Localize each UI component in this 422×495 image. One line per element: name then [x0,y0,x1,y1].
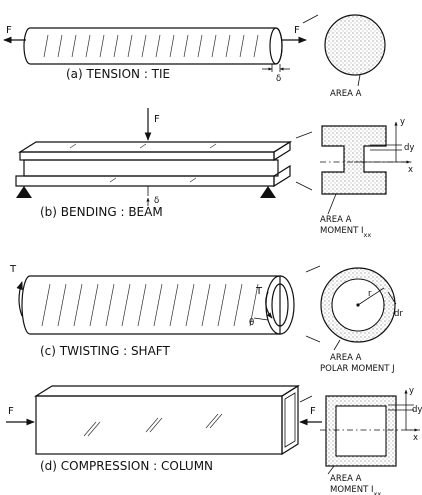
panel-tension-tie: F F δ (a) TENSION : TIE AREA A [3,14,386,99]
force-label-beam: F [154,114,160,125]
i-section [321,125,387,195]
box-section: y x dy [320,386,422,467]
axis-y-label-d: y [409,386,414,396]
moment-label-c: POLAR MOMENT J [320,364,395,374]
force-label-col-right: F [310,406,316,417]
circular-section [324,14,386,76]
area-label-b: AREA A [320,215,352,225]
force-label-right: F [294,25,300,36]
area-label-c: AREA A [330,353,362,363]
axis-y-label: y [400,117,405,127]
extension-marker: δ [262,64,290,84]
axis-x-label: x [408,165,413,175]
tie-rod [23,27,283,65]
torque-arrow-right [265,291,273,319]
caption-compression: (d) COMPRESSION : COLUMN [40,459,213,473]
shaft [21,275,295,335]
annular-section: r dr [320,267,403,343]
moment-label-d: MOMENT Ixx [330,485,381,495]
delta-label: δ [276,74,281,84]
caption-bending: (b) BENDING : BEAM [40,205,163,219]
force-label-col-left: F [8,406,14,417]
area-label-d: AREA A [330,474,362,484]
i-beam [15,140,293,188]
panel-twisting-shaft: T T θ (c) TWISTING : SHAFT r dr AREA A P… [9,264,403,374]
torque-label-left: T [9,264,17,275]
delta-label-beam: δ [154,196,159,206]
support-left [16,186,32,198]
torque-label-right: T [255,286,263,297]
axis-x-label-d: x [413,433,418,443]
box-column [33,384,301,456]
theta-label: θ [249,318,254,328]
dy-label-d: dy [412,405,422,415]
support-right [260,186,276,198]
area-label-a: AREA A [330,89,362,99]
caption-tension: (a) TENSION : TIE [66,67,170,81]
force-label-left: F [6,25,12,36]
beam-section-axes: y x dy [320,117,414,175]
caption-twisting: (c) TWISTING : SHAFT [40,344,170,358]
dr-label: dr [394,309,403,319]
r-label: r [368,289,372,299]
dy-label: dy [404,143,414,153]
panel-bending-beam: F δ (b) BENDING : BEAM y x dy AREA A MOM… [15,108,414,239]
torque-arrow-left [16,281,23,317]
deflection-marker: δ [146,186,159,206]
panel-compression-column: F F (d) COMPRESSION : COLUMN y x dy AREA… [6,384,422,495]
moment-label-b: MOMENT Ixx [320,226,371,239]
